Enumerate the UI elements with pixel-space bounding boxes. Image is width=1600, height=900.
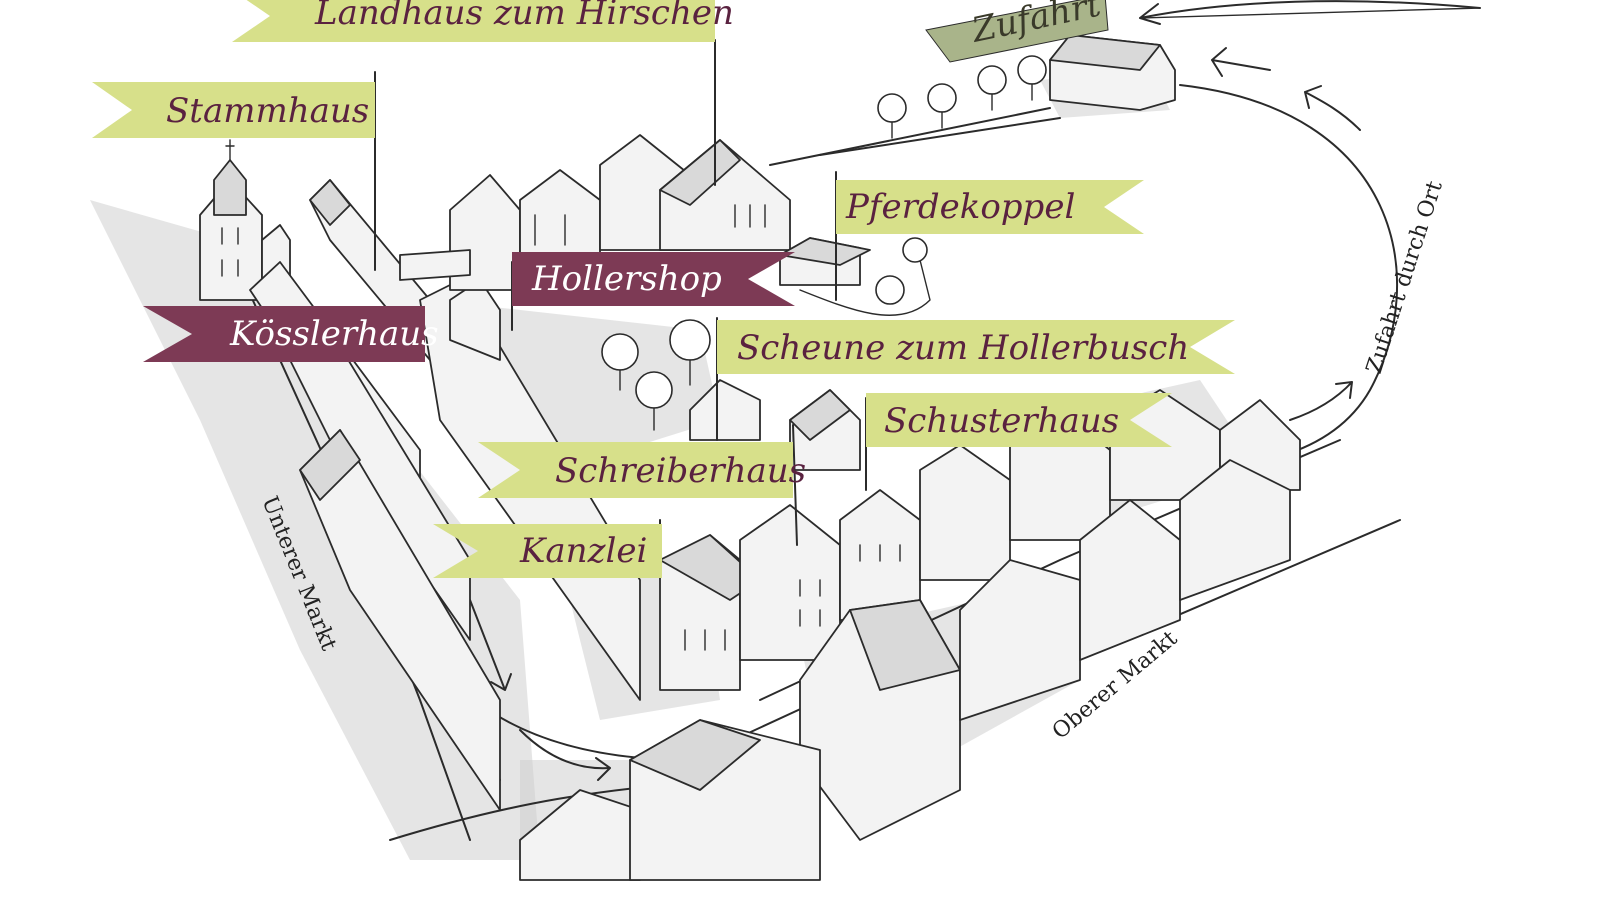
central-complex	[399, 134, 791, 291]
flag-stammhaus-banner	[92, 82, 375, 138]
flag-schusterhaus-banner	[866, 393, 1172, 447]
flag-kanzlei-label: Kanzlei	[519, 531, 647, 571]
flag-zufahrt-banner	[925, 0, 1109, 63]
flag-koesslerhaus[interactable]: Kösslerhaus	[143, 306, 439, 362]
flag-hollershop[interactable]: Hollershop	[512, 252, 795, 306]
flag-stammhaus[interactable]: Stammhaus	[92, 82, 375, 138]
street-zufahrt-durch-ort: Zufahrt durch Ort	[1362, 178, 1448, 377]
trees	[601, 55, 1047, 431]
front-row-houses	[659, 389, 1301, 691]
church-building	[199, 139, 291, 301]
flag-schreiberhaus[interactable]: Schreiberhaus	[478, 442, 806, 498]
flag-koesslerhaus-label: Kösslerhaus	[229, 314, 439, 354]
flag-stammhaus-label: Stammhaus	[166, 91, 369, 131]
flag-hollershop-label: Hollershop	[531, 259, 722, 299]
flag-scheune-label: Scheune zum Hollerbusch	[737, 328, 1189, 368]
barn-pferdekoppel	[779, 237, 931, 316]
flag-scheune[interactable]: Scheune zum Hollerbusch	[717, 320, 1235, 374]
flag-koesslerhaus-banner	[143, 306, 425, 362]
flag-pferdekoppel-label: Pferdekoppel	[845, 187, 1075, 227]
barn-zufahrt	[1049, 34, 1176, 111]
bottom-row-houses	[519, 459, 1291, 881]
flag-schusterhaus[interactable]: Schusterhaus	[866, 393, 1172, 447]
flag-pferdekoppel[interactable]: Pferdekoppel	[836, 180, 1144, 234]
flag-kanzlei-banner	[433, 524, 662, 578]
flag-schusterhaus-label: Schusterhaus	[884, 401, 1119, 441]
flag-schreiberhaus-banner	[478, 442, 793, 498]
flag-landhaus-label: Landhaus zum Hirschen	[314, 0, 734, 33]
flag-pferdekoppel-banner	[836, 180, 1144, 234]
flag-landhaus-banner	[232, 0, 715, 42]
flag-scheune-banner	[717, 320, 1235, 374]
flag-hollershop-banner	[512, 252, 795, 306]
flag-landhaus[interactable]: Landhaus zum Hirschen	[232, 0, 734, 42]
flag-kanzlei[interactable]: Kanzlei	[433, 524, 662, 578]
flag-schreiberhaus-label: Schreiberhaus	[555, 451, 806, 491]
